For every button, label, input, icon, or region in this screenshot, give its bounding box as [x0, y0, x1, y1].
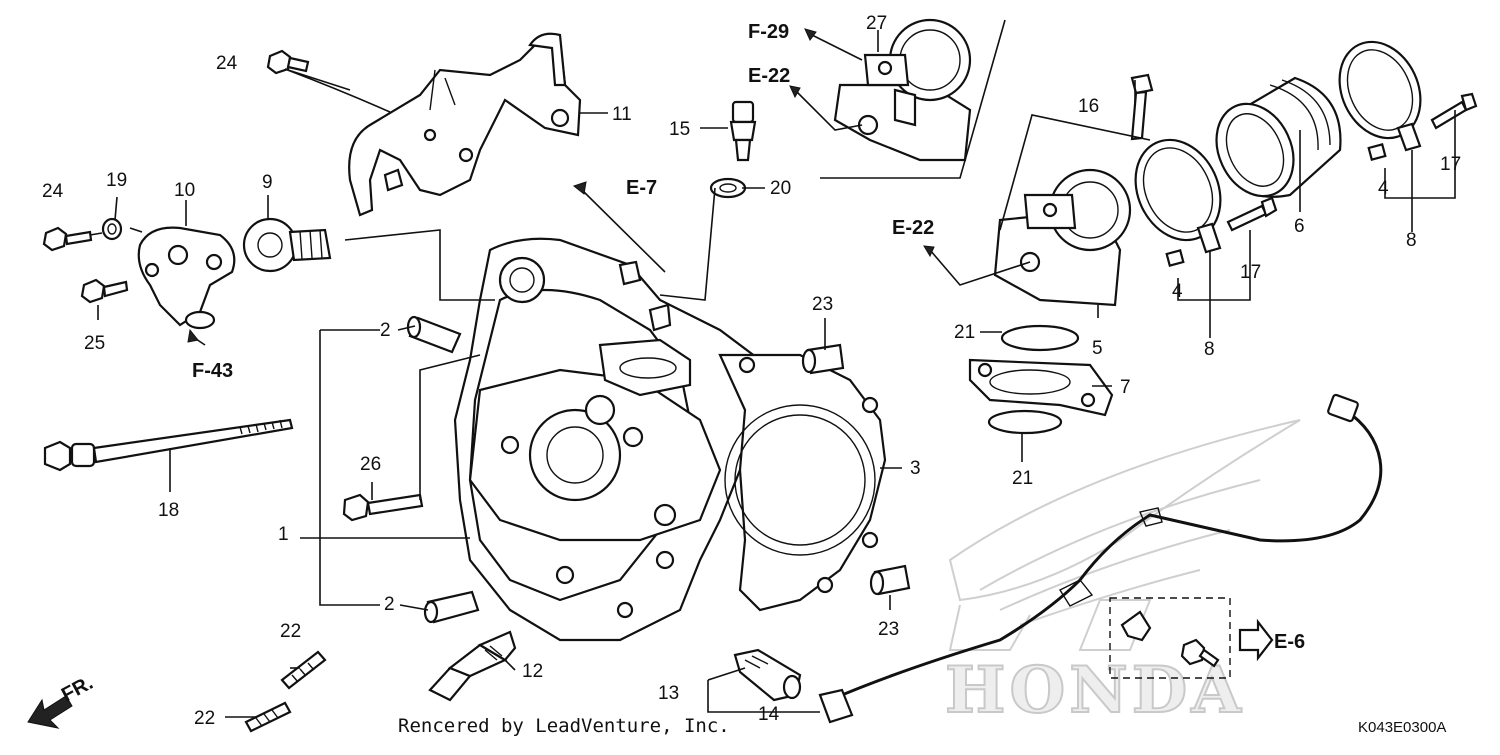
front-direction-arrow [27, 695, 73, 729]
callout-3[interactable]: 3 [910, 458, 921, 479]
render-credit: Rencered by LeadVenture, Inc. [398, 715, 730, 737]
intake-tube-part [1215, 76, 1342, 198]
callout-26[interactable]: 26 [360, 454, 381, 475]
band-right [1338, 40, 1422, 152]
callout-17-left[interactable]: 17 [1240, 262, 1261, 283]
ref-f43[interactable]: F-43 [192, 360, 233, 382]
callout-22-lower[interactable]: 22 [194, 708, 215, 729]
stud-bolt-long [43, 418, 294, 472]
nut-4-left [1165, 249, 1185, 267]
callout-21-upper[interactable]: 21 [954, 322, 975, 343]
band-left [1134, 138, 1222, 254]
e6-detail-box [1109, 597, 1274, 679]
reference-arrowheads [187, 28, 935, 343]
callout-8-left[interactable]: 8 [1204, 339, 1215, 360]
callout-4-left[interactable]: 4 [1172, 281, 1183, 302]
ref-e22-top[interactable]: E-22 [748, 65, 790, 87]
callout-15[interactable]: 15 [669, 119, 690, 140]
dowel-collar-lower [869, 564, 911, 596]
washer-19 [101, 217, 123, 241]
callout-27[interactable]: 27 [866, 13, 887, 34]
throttle-body-assembly-part [993, 168, 1132, 307]
insulator-part [968, 358, 1114, 417]
callout-10[interactable]: 10 [174, 180, 195, 201]
cylinder-head-part [453, 237, 782, 642]
callout-4-right[interactable]: 4 [1378, 178, 1389, 199]
leader-lines [89, 30, 1456, 718]
thermostat-cover-part [137, 226, 236, 330]
callout-12[interactable]: 12 [522, 661, 543, 682]
bolt-24-top [266, 49, 310, 75]
flange-bolt-26 [342, 493, 424, 522]
honda-wing-watermark [948, 419, 1301, 651]
callout-9[interactable]: 9 [262, 172, 273, 193]
callout-20[interactable]: 20 [770, 178, 791, 199]
bolt-17-left [1226, 196, 1278, 232]
callout-2-lower[interactable]: 2 [384, 594, 395, 615]
callout-7[interactable]: 7 [1120, 377, 1131, 398]
callout-19[interactable]: 19 [106, 170, 127, 191]
callout-13[interactable]: 13 [658, 683, 679, 704]
callout-23-upper[interactable]: 23 [812, 294, 833, 315]
callout-16[interactable]: 16 [1078, 96, 1099, 117]
dowel-collar-upper [801, 343, 845, 375]
nut-4-right [1367, 143, 1387, 161]
ref-f29[interactable]: F-29 [748, 21, 789, 43]
throttle-body-inset-top [820, 18, 1006, 179]
bolt-25 [80, 278, 129, 304]
part-callouts: 1 2 2 3 4 4 5 6 7 8 8 9 10 11 12 13 14 1… [42, 13, 1461, 729]
thermostat-part [242, 217, 332, 273]
ref-e22-right[interactable]: E-22 [892, 217, 934, 239]
o-ring-upper [1000, 324, 1080, 352]
ref-e7[interactable]: E-7 [626, 177, 657, 199]
stud-bolt-22-lower [244, 701, 292, 733]
callout-2-upper[interactable]: 2 [380, 320, 391, 341]
callout-1[interactable]: 1 [278, 524, 289, 545]
callout-11[interactable]: 11 [612, 104, 632, 125]
ref-e6[interactable]: E-6 [1274, 631, 1305, 653]
callout-8-right[interactable]: 8 [1406, 230, 1417, 251]
callout-25[interactable]: 25 [84, 333, 105, 354]
sensor-cable [818, 393, 1383, 724]
callout-22-upper[interactable]: 22 [280, 621, 301, 642]
bolt-17-right [1430, 92, 1478, 130]
cylinder-head-gasket-part [718, 353, 887, 612]
dowel-pin-lower [423, 590, 480, 624]
dowel-pin-upper [406, 315, 462, 354]
callout-6[interactable]: 6 [1294, 216, 1305, 237]
stud-bolt-22-upper [280, 650, 327, 690]
callout-24-top[interactable]: 24 [216, 53, 238, 74]
callout-23-lower[interactable]: 23 [878, 619, 899, 640]
callout-21-lower[interactable]: 21 [1012, 468, 1033, 489]
temperature-sensor-part [729, 100, 757, 162]
callout-5[interactable]: 5 [1092, 338, 1103, 359]
spark-plug-part [428, 630, 517, 702]
callout-17-right[interactable]: 17 [1440, 154, 1461, 175]
o-ring-lower [987, 409, 1063, 435]
callout-14[interactable]: 14 [758, 704, 780, 725]
bracket-pipe-part [348, 32, 582, 217]
diagram-code: K043E0300A [1358, 719, 1446, 736]
callout-18[interactable]: 18 [158, 500, 179, 521]
o2-sensor-part [733, 648, 802, 702]
sealing-washer-20 [709, 177, 747, 199]
honda-watermark-text: HONDA [945, 653, 1245, 728]
bolt-24-left [42, 226, 93, 252]
reference-labels: F-29 E-22 E-22 E-7 F-43 E-6 [192, 21, 1305, 653]
callout-24-left[interactable]: 24 [42, 181, 64, 202]
